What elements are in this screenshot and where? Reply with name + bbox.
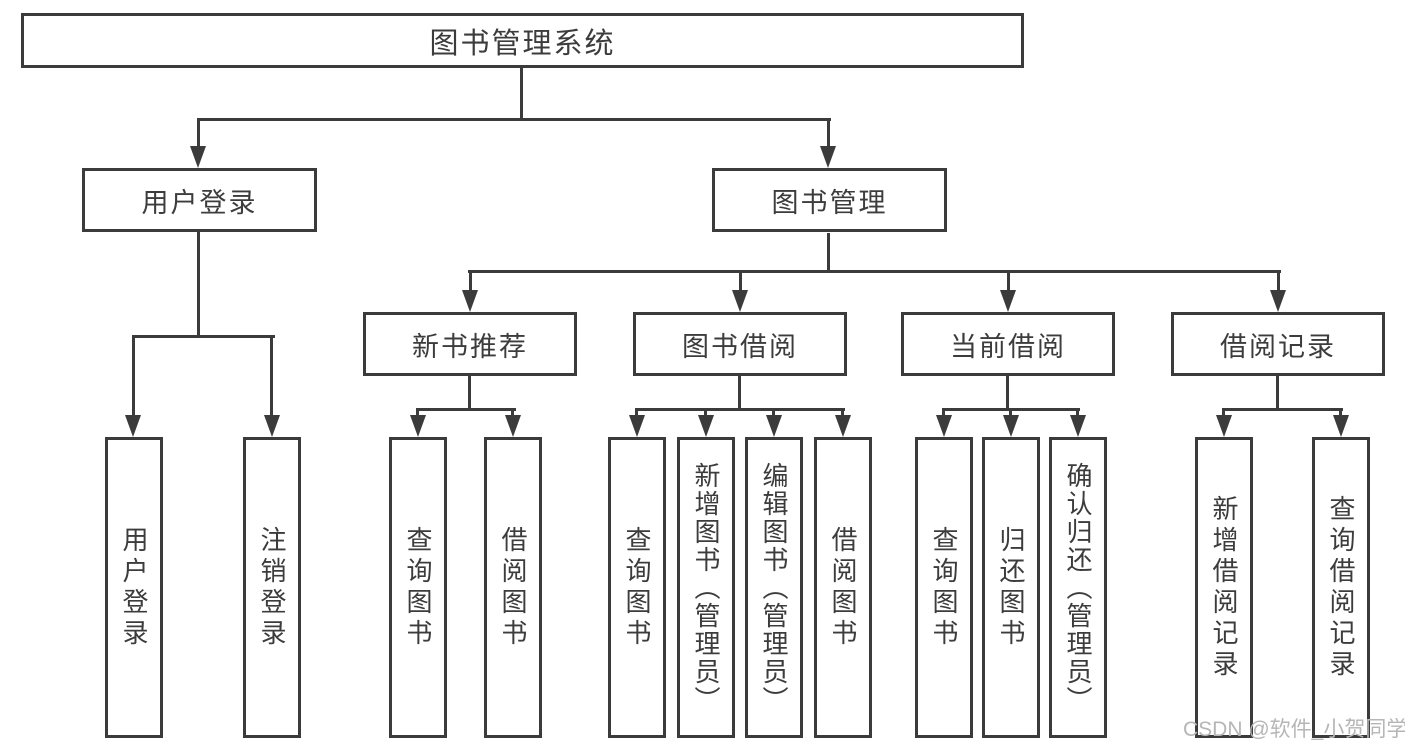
node-current-borrowing: 当前借阅 — [901, 312, 1115, 376]
arrow-down-icon — [505, 415, 521, 437]
connector-line — [416, 408, 419, 418]
arrow-down-icon — [820, 146, 836, 168]
connector-line — [520, 68, 523, 121]
connector-line — [942, 408, 945, 418]
arrow-down-icon — [936, 415, 952, 437]
leaf-add-books-admin: 新增图书（管理员） — [677, 437, 735, 738]
leaf-query-borrow-record: 查询借阅记录 — [1312, 437, 1370, 738]
leaf-return-books: 归还图书 — [982, 437, 1040, 738]
connector-line — [197, 118, 200, 148]
leaf-confirm-return-admin: 确认归还（管理员） — [1049, 437, 1107, 738]
arrow-down-icon — [1270, 290, 1286, 312]
connector-line — [1223, 408, 1343, 411]
arrow-down-icon — [190, 146, 206, 168]
node-borrow-records: 借阅记录 — [1171, 312, 1385, 376]
connector-line — [468, 270, 1281, 273]
connector-line — [417, 408, 516, 411]
arrow-down-icon — [1333, 415, 1349, 437]
arrow-down-icon — [732, 290, 748, 312]
connector-line — [270, 335, 273, 417]
connector-line — [739, 270, 742, 292]
arrow-down-icon — [462, 290, 478, 312]
arrow-down-icon — [410, 415, 426, 437]
leaf-edit-books-admin: 编辑图书（管理员） — [745, 437, 803, 738]
node-user-login: 用户登录 — [82, 168, 317, 232]
arrow-down-icon — [698, 415, 714, 437]
leaf-user-login: 用户登录 — [105, 437, 163, 738]
arrow-down-icon — [766, 415, 782, 437]
connector-line — [772, 408, 775, 418]
connector-line — [1007, 270, 1010, 292]
leaf-add-borrow-record: 新增借阅记录 — [1195, 437, 1253, 738]
connector-line — [469, 270, 472, 292]
arrow-down-icon — [1003, 415, 1019, 437]
connector-line — [1339, 408, 1342, 418]
leaf-borrow-books-recommend: 借阅图书 — [484, 437, 542, 738]
connector-line — [636, 408, 845, 411]
connector-line — [468, 376, 471, 410]
arrow-down-icon — [629, 415, 645, 437]
connector-line — [1076, 408, 1079, 418]
connector-line — [827, 233, 830, 272]
connector-line — [1009, 408, 1012, 418]
connector-line — [827, 118, 830, 148]
arrow-down-icon — [125, 415, 141, 437]
connector-line — [132, 335, 135, 417]
connector-line — [1222, 408, 1225, 418]
arrow-down-icon — [1216, 415, 1232, 437]
leaf-query-books-current: 查询图书 — [915, 437, 973, 738]
connector-line — [511, 408, 514, 418]
leaf-query-books-recommend: 查询图书 — [389, 437, 447, 738]
connector-line — [635, 408, 638, 418]
node-root: 图书管理系统 — [21, 13, 1024, 68]
node-book-borrowing: 图书借阅 — [633, 312, 847, 376]
node-book-management: 图书管理 — [712, 168, 947, 232]
watermark-text: CSDN @软件_小贺同学 — [1183, 718, 1405, 741]
connector-line — [132, 335, 275, 338]
arrow-down-icon — [1070, 415, 1086, 437]
connector-line — [1006, 376, 1009, 410]
arrow-down-icon — [835, 415, 851, 437]
connector-line — [704, 408, 707, 418]
leaf-borrow-books-borrowing: 借阅图书 — [814, 437, 872, 738]
connector-line — [197, 118, 831, 121]
connector-line — [1277, 270, 1280, 292]
node-new-book-recommend: 新书推荐 — [363, 312, 577, 376]
leaf-query-books-borrowing: 查询图书 — [608, 437, 666, 738]
leaf-logout-login: 注销登录 — [243, 437, 301, 738]
connector-line — [738, 376, 741, 410]
arrow-down-icon — [264, 415, 280, 437]
connector-line — [841, 408, 844, 418]
connector-line — [197, 232, 200, 337]
arrow-down-icon — [1000, 290, 1016, 312]
connector-line — [1276, 376, 1279, 410]
